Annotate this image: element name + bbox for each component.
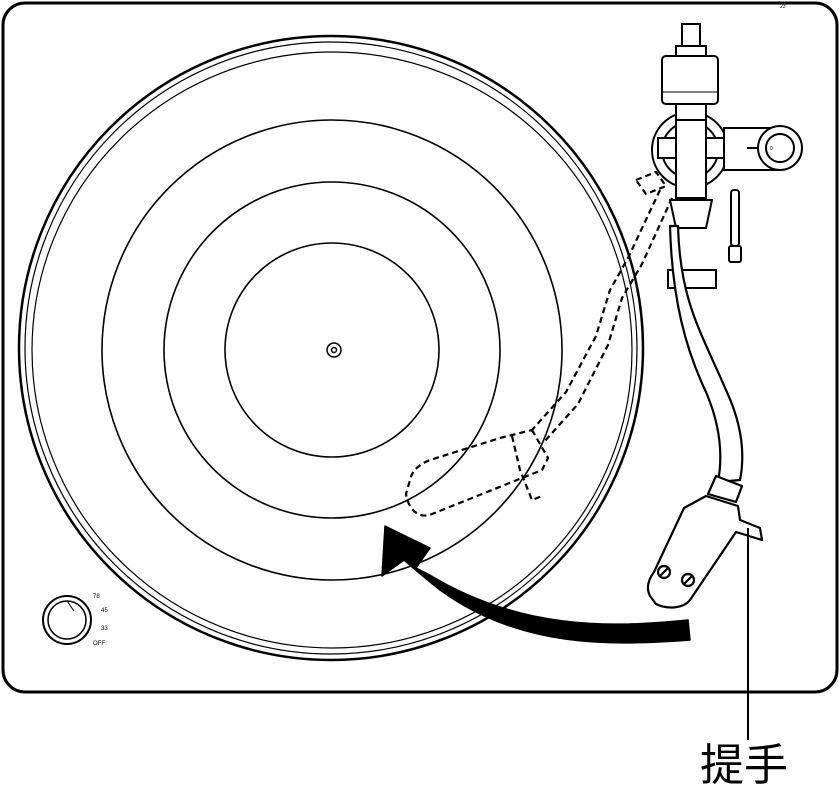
platter — [17, 34, 645, 662]
tonearm-dashed-position — [404, 170, 674, 517]
finger-lift-label: 提手 — [700, 740, 788, 791]
speed-label-off: OFF — [93, 641, 105, 647]
corner-mark: 23 — [780, 4, 786, 10]
headshell — [646, 474, 764, 609]
record-rings — [101, 119, 563, 581]
counterweight — [661, 23, 719, 121]
arm-rest — [728, 189, 742, 263]
speed-label-45: 45 — [101, 608, 108, 614]
speed-labels: 78 45 33 OFF — [93, 594, 108, 647]
spindle — [326, 342, 342, 358]
tonearm-support — [657, 119, 725, 289]
direction-arrow — [381, 525, 691, 644]
speed-selector-knob[interactable] — [42, 595, 92, 645]
antiskate-dial-label: 0 — [770, 146, 773, 152]
speed-label-78: 78 — [93, 594, 100, 600]
turntable-plinth — [1, 1, 839, 694]
speed-label-33: 33 — [101, 626, 108, 632]
